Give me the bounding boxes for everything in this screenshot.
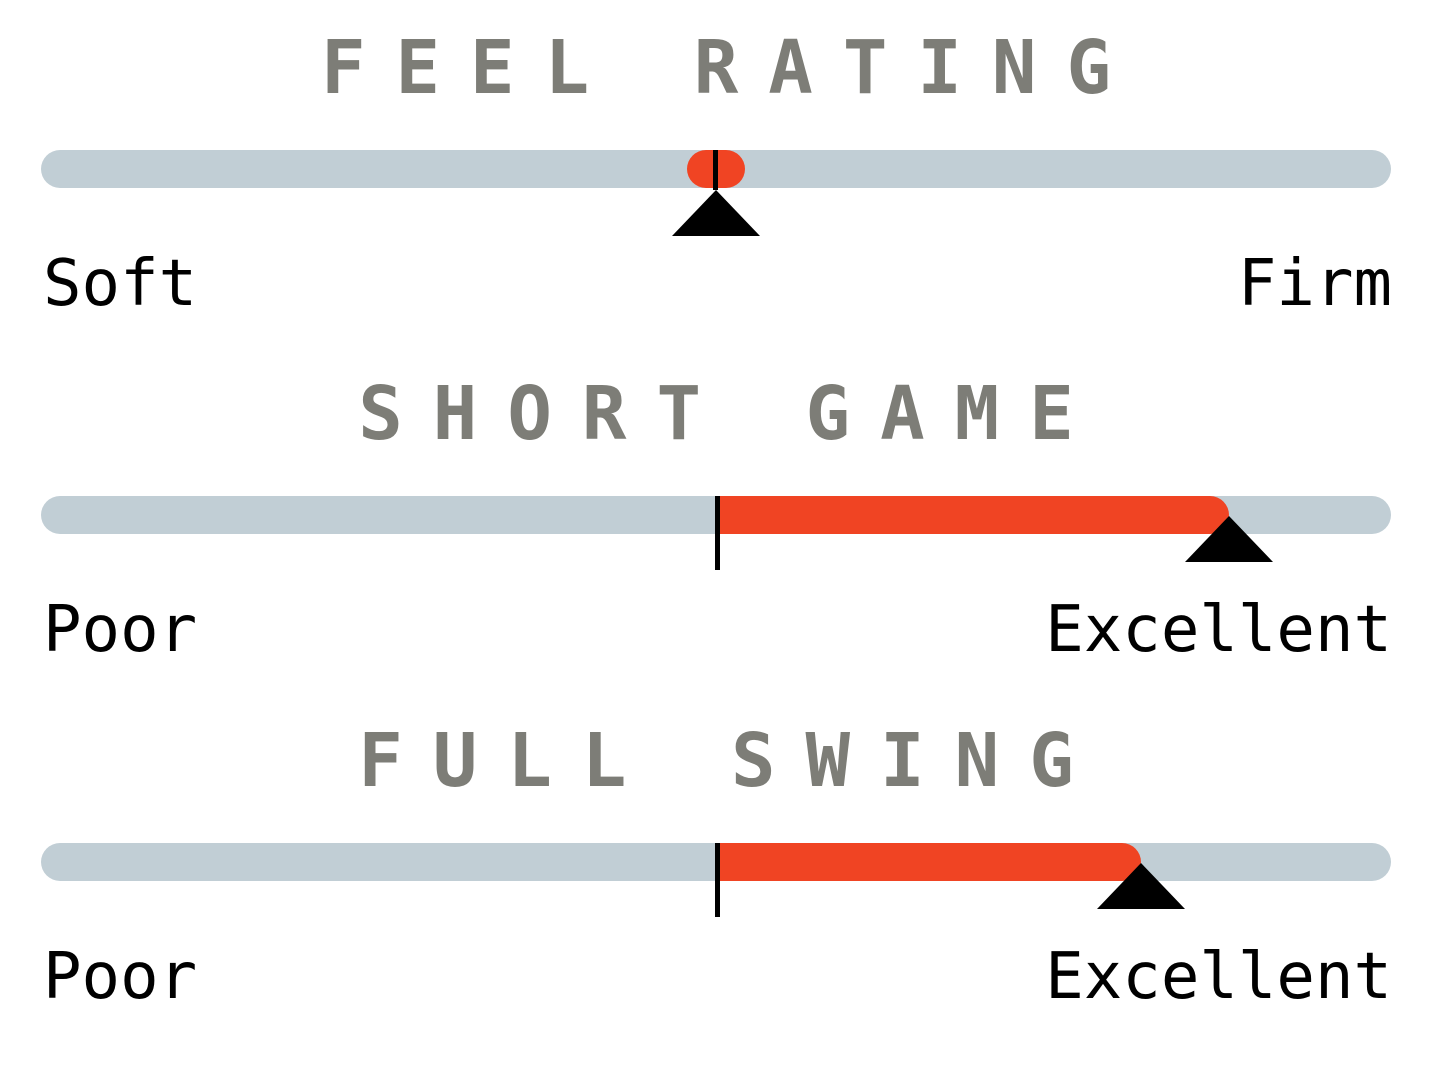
center-tick — [713, 150, 718, 190]
triangle-marker-icon — [1185, 516, 1273, 562]
rating-feel: FEEL RATING Soft Firm — [0, 0, 1432, 340]
left-label: Poor — [43, 940, 198, 1014]
rating-fill — [718, 843, 1141, 881]
right-label: Firm — [1237, 247, 1392, 321]
left-label: Poor — [43, 593, 198, 667]
triangle-marker-icon — [1097, 863, 1185, 909]
rating-short-game: SHORT GAME Poor Excellent — [0, 346, 1432, 686]
right-label: Excellent — [1045, 940, 1392, 1014]
triangle-marker-icon — [672, 190, 760, 236]
center-tick — [715, 496, 720, 570]
rating-title: FULL SWING — [358, 718, 1104, 804]
right-label: Excellent — [1045, 593, 1392, 667]
center-tick — [715, 843, 720, 917]
left-label: Soft — [43, 247, 198, 321]
rating-title: FEEL RATING — [320, 25, 1142, 111]
rating-title: SHORT GAME — [358, 371, 1104, 457]
rating-fill — [718, 496, 1229, 534]
rating-full-swing: FULL SWING Poor Excellent — [0, 693, 1432, 1033]
